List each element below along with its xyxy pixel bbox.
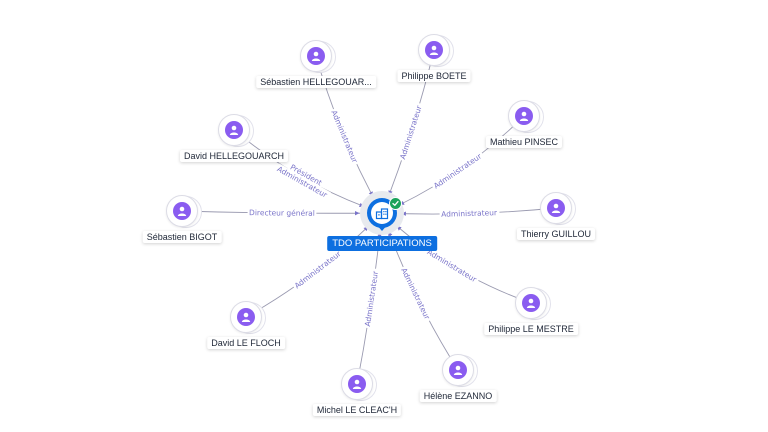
person-name-label[interactable]: Sébastien HELLEGOUAR... (256, 76, 376, 88)
verified-check-icon (389, 197, 402, 210)
avatar[interactable] (515, 287, 547, 319)
edge-label-background (430, 149, 486, 192)
person-name-label[interactable]: Hélène EZANNO (419, 390, 497, 402)
person-name-label[interactable]: David LE FLOCH (207, 337, 285, 349)
person-icon (425, 41, 443, 59)
edge-role-label: Administrateur (329, 109, 359, 165)
edge-label-background (287, 161, 326, 189)
edge-role-label: Administrateur (432, 151, 484, 190)
edge-mathieu-pinsec (381, 115, 525, 214)
person-icon (522, 294, 540, 312)
edge-role-label: Administrateur (398, 104, 424, 161)
person-icon (173, 202, 191, 220)
person-icon (237, 308, 255, 326)
avatar[interactable] (230, 301, 262, 333)
person-icon (547, 199, 565, 217)
avatar-stack (341, 368, 377, 401)
avatar-stack (508, 100, 544, 133)
avatar[interactable] (540, 192, 572, 224)
edge-label-background (398, 264, 434, 324)
edge-label-background (397, 101, 425, 162)
avatar[interactable] (442, 354, 474, 386)
edge-label-background (328, 107, 361, 167)
person-name-label[interactable]: David HELLEGOUARCH (179, 150, 289, 162)
person-icon (515, 107, 533, 125)
person-icon (307, 47, 325, 65)
avatar-stack (166, 195, 202, 228)
avatar-stack (418, 34, 454, 67)
avatar-stack (300, 40, 336, 73)
company-node-inner (371, 202, 393, 224)
edge-role-label: Administrateur (426, 247, 479, 284)
avatar[interactable] (166, 195, 198, 227)
edge-role-label: Directeur général (249, 208, 315, 218)
edge-role-label: Administrateur (441, 208, 498, 219)
avatar-stack (230, 301, 266, 334)
building-icon (375, 208, 389, 220)
avatar-stack (442, 354, 478, 387)
edge-arrow-icon (354, 210, 360, 216)
person-name-label[interactable]: Michel LE CLEAC'H (312, 404, 402, 416)
edge-label-background (247, 207, 317, 219)
avatar[interactable] (300, 40, 332, 72)
avatar-stack (515, 287, 551, 320)
person-name-label[interactable]: Philippe LE MESTRE (484, 323, 578, 335)
edge-label-background (291, 247, 345, 292)
avatar[interactable] (218, 114, 250, 146)
person-name-label[interactable]: Thierry GUILLOU (516, 228, 596, 240)
edge-role-label: Administrateur (363, 270, 380, 328)
edge-label-background (362, 268, 381, 329)
edge-david-le-floch (245, 212, 383, 318)
edge-label-background (273, 163, 332, 202)
avatar-stack (218, 114, 254, 147)
edge-role-label: Administrateur (399, 267, 432, 322)
edge-role-label: Administrateur (293, 249, 344, 291)
avatar[interactable] (508, 100, 540, 132)
person-icon (449, 361, 467, 379)
person-name-label[interactable]: Sébastien BIGOT (142, 231, 222, 243)
avatar-stack (540, 192, 576, 225)
company-name-label[interactable]: TDO PARTICIPATIONS (327, 236, 437, 251)
avatar[interactable] (418, 34, 450, 66)
person-icon (225, 121, 243, 139)
edge-philippe-le-mestre (381, 212, 532, 304)
edge-label-background (439, 207, 500, 220)
person-name-label[interactable]: Mathieu PINSEC (485, 136, 563, 148)
person-name-label[interactable]: Philippe BOETE (397, 70, 471, 82)
edge-label-background (424, 246, 481, 286)
person-icon (348, 375, 366, 393)
avatar[interactable] (341, 368, 373, 400)
